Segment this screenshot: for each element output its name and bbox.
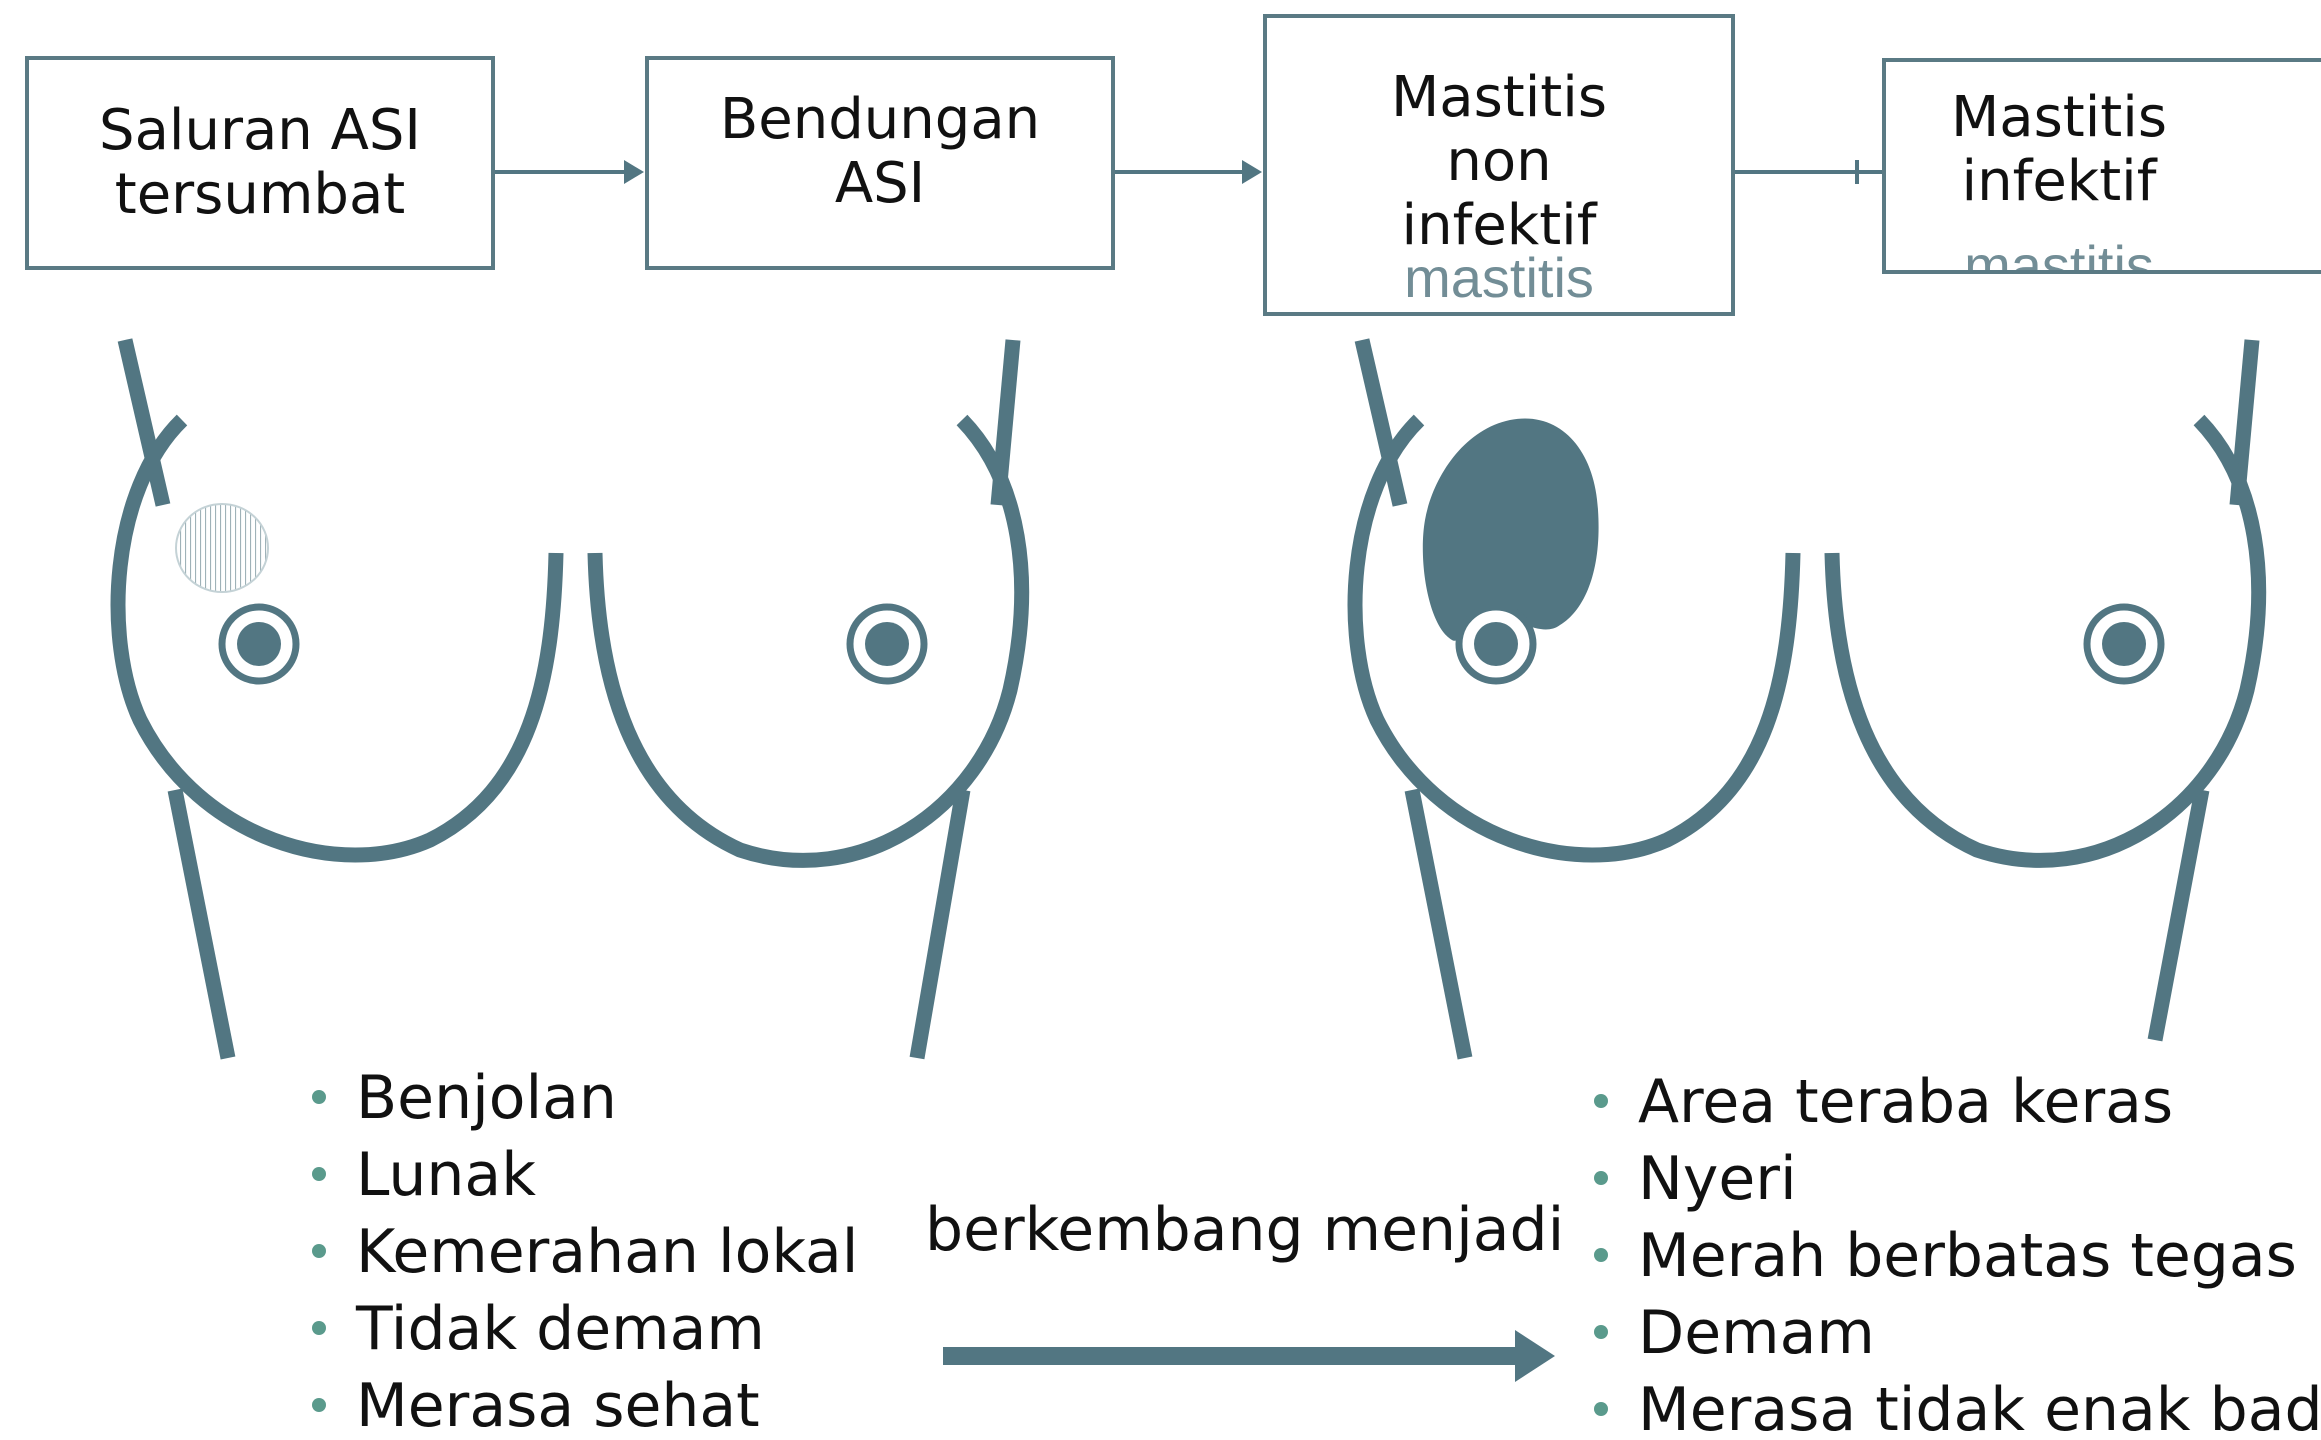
left-figure-torso-left-lower [175, 790, 228, 1058]
box-noninfective-mastitis: mastitis Mastitis non infektif [1263, 14, 1735, 316]
box-ghost-text: mastitis [1886, 234, 2321, 274]
bullet-dot [312, 1398, 326, 1412]
list-item-text: Benjolan [356, 1063, 617, 1133]
box-infective-mastitis: mastitis Mastitis infektif [1882, 58, 2321, 274]
list-item-text: Area teraba keras [1638, 1067, 2173, 1137]
list-item-text: Lunak [356, 1140, 536, 1210]
box-milk-engorgement-label: Bendungan ASI [720, 88, 1040, 216]
list-item: Area teraba keras [1582, 1064, 2321, 1141]
box-line: ASI [720, 152, 1040, 216]
list-item: Demam [1582, 1295, 2321, 1372]
list-item: Kemerahan lokal [300, 1214, 858, 1291]
nipple-1 [237, 622, 281, 666]
list-item: Nyeri [1582, 1141, 2321, 1218]
progression-arrow [943, 1330, 1555, 1382]
box-line: Bendungan [720, 88, 1040, 152]
list-item-text: Demam [1638, 1298, 1875, 1368]
nipple-3 [1474, 622, 1518, 666]
list-item: Merasa sehat [300, 1368, 858, 1440]
bullet-dot [312, 1244, 326, 1258]
left-figure-torso-right-lower [917, 790, 963, 1058]
right-symptom-list: Area teraba keras Nyeri Merah berbatas t… [1582, 1064, 2321, 1440]
box-line: Mastitis [1391, 66, 1607, 130]
list-item-text: Merasa sehat [356, 1371, 760, 1440]
bullet-dot [1594, 1248, 1608, 1262]
arrow-1-to-2-head [624, 160, 644, 184]
box-blocked-duct-label: Saluran ASI tersumbat [99, 99, 421, 227]
box-milk-engorgement: Bendungan ASI [645, 56, 1115, 270]
box-line: non [1391, 130, 1607, 194]
box-infective-mastitis-label: Mastitis infektif [1951, 86, 2167, 214]
bullet-dot [1594, 1325, 1608, 1339]
box-line: infektif [1951, 150, 2167, 214]
box-line: tersumbat [99, 163, 421, 227]
list-item-text: Tidak demam [356, 1294, 765, 1364]
right-figure-torso-left-lower [1412, 790, 1465, 1058]
list-item: Merah berbatas tegas [1582, 1218, 2321, 1295]
list-item: Merasa tidak enak badan [1582, 1372, 2321, 1440]
left-symptom-list: Benjolan Lunak Kemerahan lokal Tidak dem… [300, 1060, 858, 1440]
list-item: Lunak [300, 1137, 858, 1214]
nipple-4 [2102, 622, 2146, 666]
box-noninfective-mastitis-label: Mastitis non infektif [1391, 66, 1607, 258]
progression-arrow-shaft [943, 1347, 1521, 1365]
box-line: infektif [1391, 194, 1607, 258]
breasts-illustration-left [118, 340, 1022, 1058]
arrow-2-to-3-head [1242, 160, 1262, 184]
blocked-duct-lump [176, 504, 268, 592]
progression-label: berkembang menjadi [925, 1195, 1564, 1265]
bullet-dot [312, 1167, 326, 1181]
list-item-text: Merah berbatas tegas [1638, 1221, 2297, 1291]
box-line: Mastitis [1951, 86, 2167, 150]
box-line: Saluran ASI [99, 99, 421, 163]
left-figure-breast-right [595, 420, 1022, 860]
list-item-text: Nyeri [1638, 1144, 1797, 1214]
right-figure-breast-right [1832, 420, 2259, 860]
bullet-dot [312, 1090, 326, 1104]
nipple-2 [865, 622, 909, 666]
left-figure-nipples [222, 607, 924, 681]
left-figure-breast-left [118, 420, 556, 855]
bullet-dot [1594, 1094, 1608, 1108]
bullet-dot [1594, 1171, 1608, 1185]
progression-arrow-head [1515, 1330, 1555, 1382]
bullet-dot [312, 1321, 326, 1335]
list-item: Benjolan [300, 1060, 858, 1137]
box-blocked-duct: Saluran ASI tersumbat [25, 56, 495, 270]
bullet-dot [1594, 1402, 1608, 1416]
list-item-text: Kemerahan lokal [356, 1217, 858, 1287]
list-item: Tidak demam [300, 1291, 858, 1368]
list-item-text: Merasa tidak enak badan [1638, 1375, 2321, 1440]
